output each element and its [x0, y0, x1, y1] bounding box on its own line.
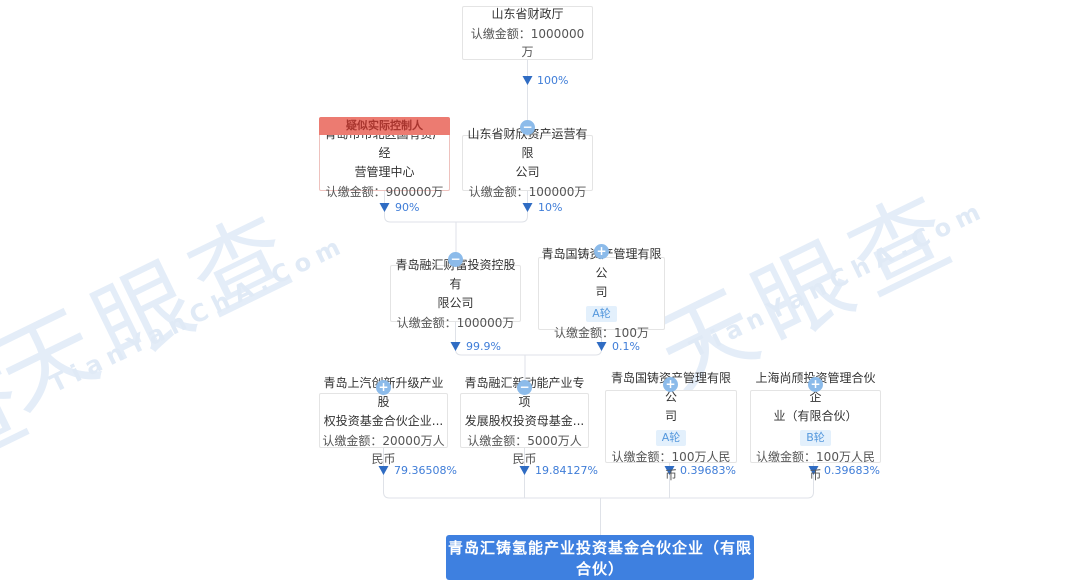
collapse-icon[interactable]: − [517, 380, 532, 395]
share-percent-label: 79.36508% [394, 464, 457, 477]
company-node[interactable]: 青岛国铸资产管理有限公 司 A轮 认缴金额：100万 [538, 247, 665, 340]
subscribed-amount: 认缴金额：900000万 [325, 184, 444, 199]
company-name: 业（有限合伙） [773, 409, 858, 423]
company-name: 限公司 [437, 295, 474, 310]
collapse-icon[interactable]: − [520, 120, 535, 135]
share-percent-label: 0.1% [612, 340, 640, 353]
expand-icon[interactable]: + [376, 380, 391, 395]
subscribed-amount: 认缴金额：100万 [554, 326, 649, 340]
company-node[interactable]: 山东省财政厅 认缴金额：1000000万 [462, 6, 593, 60]
company-node[interactable]: 山东省财欣资产运营有限 公司 认缴金额：100000万 [462, 127, 593, 199]
collapse-icon[interactable]: − [448, 252, 463, 267]
company-name: 司 [664, 409, 677, 423]
subscribed-amount: 认缴金额：100万人民币 [756, 450, 875, 482]
expand-icon[interactable]: + [808, 377, 823, 392]
share-percent-label: 19.84127% [535, 464, 598, 477]
funding-round-badge: A轮 [655, 430, 687, 446]
subscribed-amount: 认缴金额：100000万 [396, 315, 515, 330]
share-percent-label: 90% [395, 201, 420, 214]
company-node[interactable]: 青岛融汇财富投资控股有 限公司 认缴金额：100000万 [390, 258, 521, 330]
arrowhead-icons [378, 76, 819, 475]
share-percent-label: 0.39683% [680, 464, 736, 477]
company-name: 公司 [515, 165, 540, 179]
company-name: 司 [595, 285, 608, 299]
expand-icon[interactable]: + [594, 244, 609, 259]
company-node[interactable]: 上海尚颀投资管理合伙企 业（有限合伙） B轮 认缴金额：100万人民币 [750, 371, 881, 482]
subscribed-amount: 认缴金额：5000万人民币 [467, 433, 582, 466]
share-percent-label: 10% [538, 201, 563, 214]
company-name: 发展股权投资母基金... [464, 413, 585, 428]
subscribed-amount: 认缴金额：20000万人民币 [322, 433, 445, 466]
funding-round-badge: B轮 [800, 430, 831, 446]
company-name: 营管理中心 [354, 164, 415, 179]
company-node[interactable]: 青岛上汽创新升级产业股 权投资基金合伙企业... 认缴金额：20000万人民币 [319, 376, 448, 466]
expand-icon[interactable]: + [663, 377, 678, 392]
subscribed-amount: 认缴金额：100000万 [468, 185, 587, 199]
company-name: 山东省财政厅 [491, 7, 564, 21]
company-node[interactable]: 青岛国铸资产管理有限公 司 A轮 认缴金额：100万人民币 [605, 371, 737, 482]
subscribed-amount: 认缴金额：100万人民币 [611, 450, 731, 482]
suspected-controller-tag: 疑似实际控制人 [319, 117, 450, 135]
company-name: 权投资基金合伙企业... [323, 413, 444, 428]
share-percent-label: 100% [537, 74, 569, 87]
target-company-node[interactable]: 青岛汇铸氢能产业投资基金合伙企业（有限合伙） [446, 535, 754, 580]
company-node[interactable]: 青岛融汇新动能产业专项 发展股权投资母基金... 认缴金额：5000万人民币 [460, 376, 589, 466]
share-percent-label: 99.9% [466, 340, 501, 353]
subscribed-amount: 认缴金额：1000000万 [470, 27, 585, 59]
funding-round-badge: A轮 [586, 306, 617, 322]
company-node[interactable]: 青岛市市北区国有资产经 营管理中心 认缴金额：900000万 [319, 127, 450, 199]
share-percent-label: 0.39683% [824, 464, 880, 477]
